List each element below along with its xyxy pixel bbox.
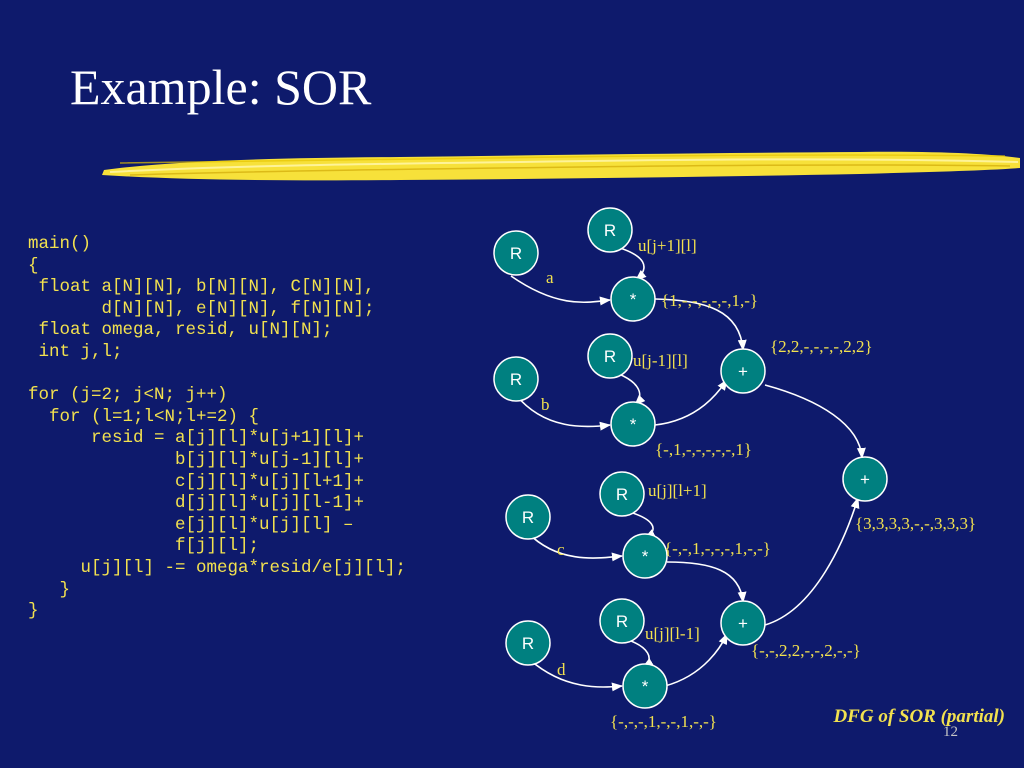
code-line: d[N][N], e[N][N], f[N][N]; bbox=[28, 298, 375, 319]
code-line: e[j][l]*u[j][l] – bbox=[28, 514, 354, 535]
slide-title: Example: SOR bbox=[70, 59, 372, 115]
edge-add2-to-add3 bbox=[764, 496, 860, 626]
code-line: for (j=2; j<N; j++) bbox=[28, 385, 228, 406]
node-label: * bbox=[630, 290, 637, 309]
node-label: R bbox=[616, 485, 628, 504]
edge-mul2-to-add1 bbox=[654, 379, 728, 426]
edge-label-u1: u[j+1][l] bbox=[638, 236, 697, 255]
node-label: + bbox=[738, 614, 748, 633]
code-line: { bbox=[28, 255, 39, 276]
node-label: + bbox=[738, 362, 748, 381]
node-label: * bbox=[642, 547, 649, 566]
code-line: d[j][l]*u[j][l-1]+ bbox=[28, 493, 365, 514]
R-node-u4: R bbox=[599, 598, 645, 644]
add-node-2: + bbox=[720, 600, 766, 646]
node-label: R bbox=[510, 244, 522, 263]
code-listing: main() { float a[N][N], b[N][N], C[N][N]… bbox=[28, 234, 406, 623]
R-node-c: R bbox=[505, 494, 551, 540]
edge-c-to-mul3 bbox=[527, 532, 624, 562]
code-line: float omega, resid, u[N][N]; bbox=[28, 320, 333, 341]
schedule-mul3: {-,-,1,-,-,-,1,-,-} bbox=[664, 539, 771, 558]
edge-mul1-to-add1 bbox=[654, 298, 747, 352]
node-label: * bbox=[630, 415, 637, 434]
highlighter-stroke bbox=[102, 151, 1020, 181]
edge-mul3-to-add2 bbox=[666, 561, 747, 604]
edge-add1-to-add3 bbox=[764, 384, 866, 460]
schedule-mul2: {-,1,-,-,-,-,-,1} bbox=[655, 440, 752, 459]
edge-label-b: b bbox=[541, 395, 550, 414]
edge-a-to-mul1 bbox=[510, 275, 612, 306]
schedule-add1: {2,2,-,-,-,-,2,2} bbox=[770, 337, 873, 356]
node-label: R bbox=[522, 634, 534, 653]
code-line: } bbox=[28, 579, 71, 600]
multiply-node-4: * bbox=[622, 663, 668, 709]
R-node-d: R bbox=[505, 620, 551, 666]
R-node-a: R bbox=[493, 230, 539, 276]
code-line: float a[N][N], b[N][N], C[N][N], bbox=[28, 277, 375, 298]
R-node-u2: R bbox=[587, 333, 633, 379]
code-line: for (l=1;l<N;l+=2) { bbox=[28, 406, 260, 427]
schedule-mul1: {1,-,-,-,-,-,1,-} bbox=[661, 291, 758, 310]
edge-label-u2: u[j-1][l] bbox=[633, 351, 688, 370]
edge-label-u4: u[j][l-1] bbox=[645, 624, 700, 643]
edge-label-a: a bbox=[546, 268, 554, 287]
add-node-1: + bbox=[720, 348, 766, 394]
code-line: resid = a[j][l]*u[j+1][l]+ bbox=[28, 428, 365, 449]
node-label: R bbox=[522, 508, 534, 527]
schedule-add3: {3,3,3,3,-,-,3,3,3} bbox=[855, 514, 976, 533]
code-line: main() bbox=[28, 234, 92, 254]
node-label: R bbox=[510, 370, 522, 389]
edge-d-to-mul4 bbox=[529, 659, 624, 692]
multiply-node-2: * bbox=[610, 401, 656, 447]
schedule-mul4: {-,-,-,1,-,-,1,-,-} bbox=[610, 712, 717, 731]
node-label: R bbox=[616, 612, 628, 631]
R-node-u1: R bbox=[587, 207, 633, 253]
code-line: } bbox=[28, 601, 39, 622]
dfg-caption: DFG of SOR (partial) bbox=[832, 706, 1005, 727]
edge-label-d: d bbox=[557, 660, 566, 679]
code-line: f[j][l]; bbox=[28, 536, 260, 557]
node-label: * bbox=[642, 677, 649, 696]
code-line: u[j][l] -= omega*resid/e[j][l]; bbox=[28, 557, 407, 578]
edge-label-c: c bbox=[557, 540, 565, 559]
edge-mul4-to-add2 bbox=[664, 632, 728, 687]
add-node-3: + bbox=[842, 456, 888, 502]
edge-label-u3: u[j][l+1] bbox=[648, 481, 707, 500]
code-line: b[j][l]*u[j-1][l]+ bbox=[28, 449, 365, 470]
page-number: 12 bbox=[943, 724, 958, 740]
schedule-add2: {-,-,2,2,-,-,2,-,-} bbox=[751, 641, 861, 660]
code-line: c[j][l]*u[j][l+1]+ bbox=[28, 471, 365, 492]
multiply-node-1: * bbox=[610, 276, 656, 322]
edge-b-to-mul2 bbox=[515, 394, 612, 431]
multiply-node-3: * bbox=[622, 533, 668, 579]
node-label: R bbox=[604, 221, 616, 240]
node-label: + bbox=[860, 470, 870, 489]
R-node-u3: R bbox=[599, 471, 645, 517]
node-label: R bbox=[604, 347, 616, 366]
code-line: int j,l; bbox=[28, 341, 123, 362]
R-node-b: R bbox=[493, 356, 539, 402]
